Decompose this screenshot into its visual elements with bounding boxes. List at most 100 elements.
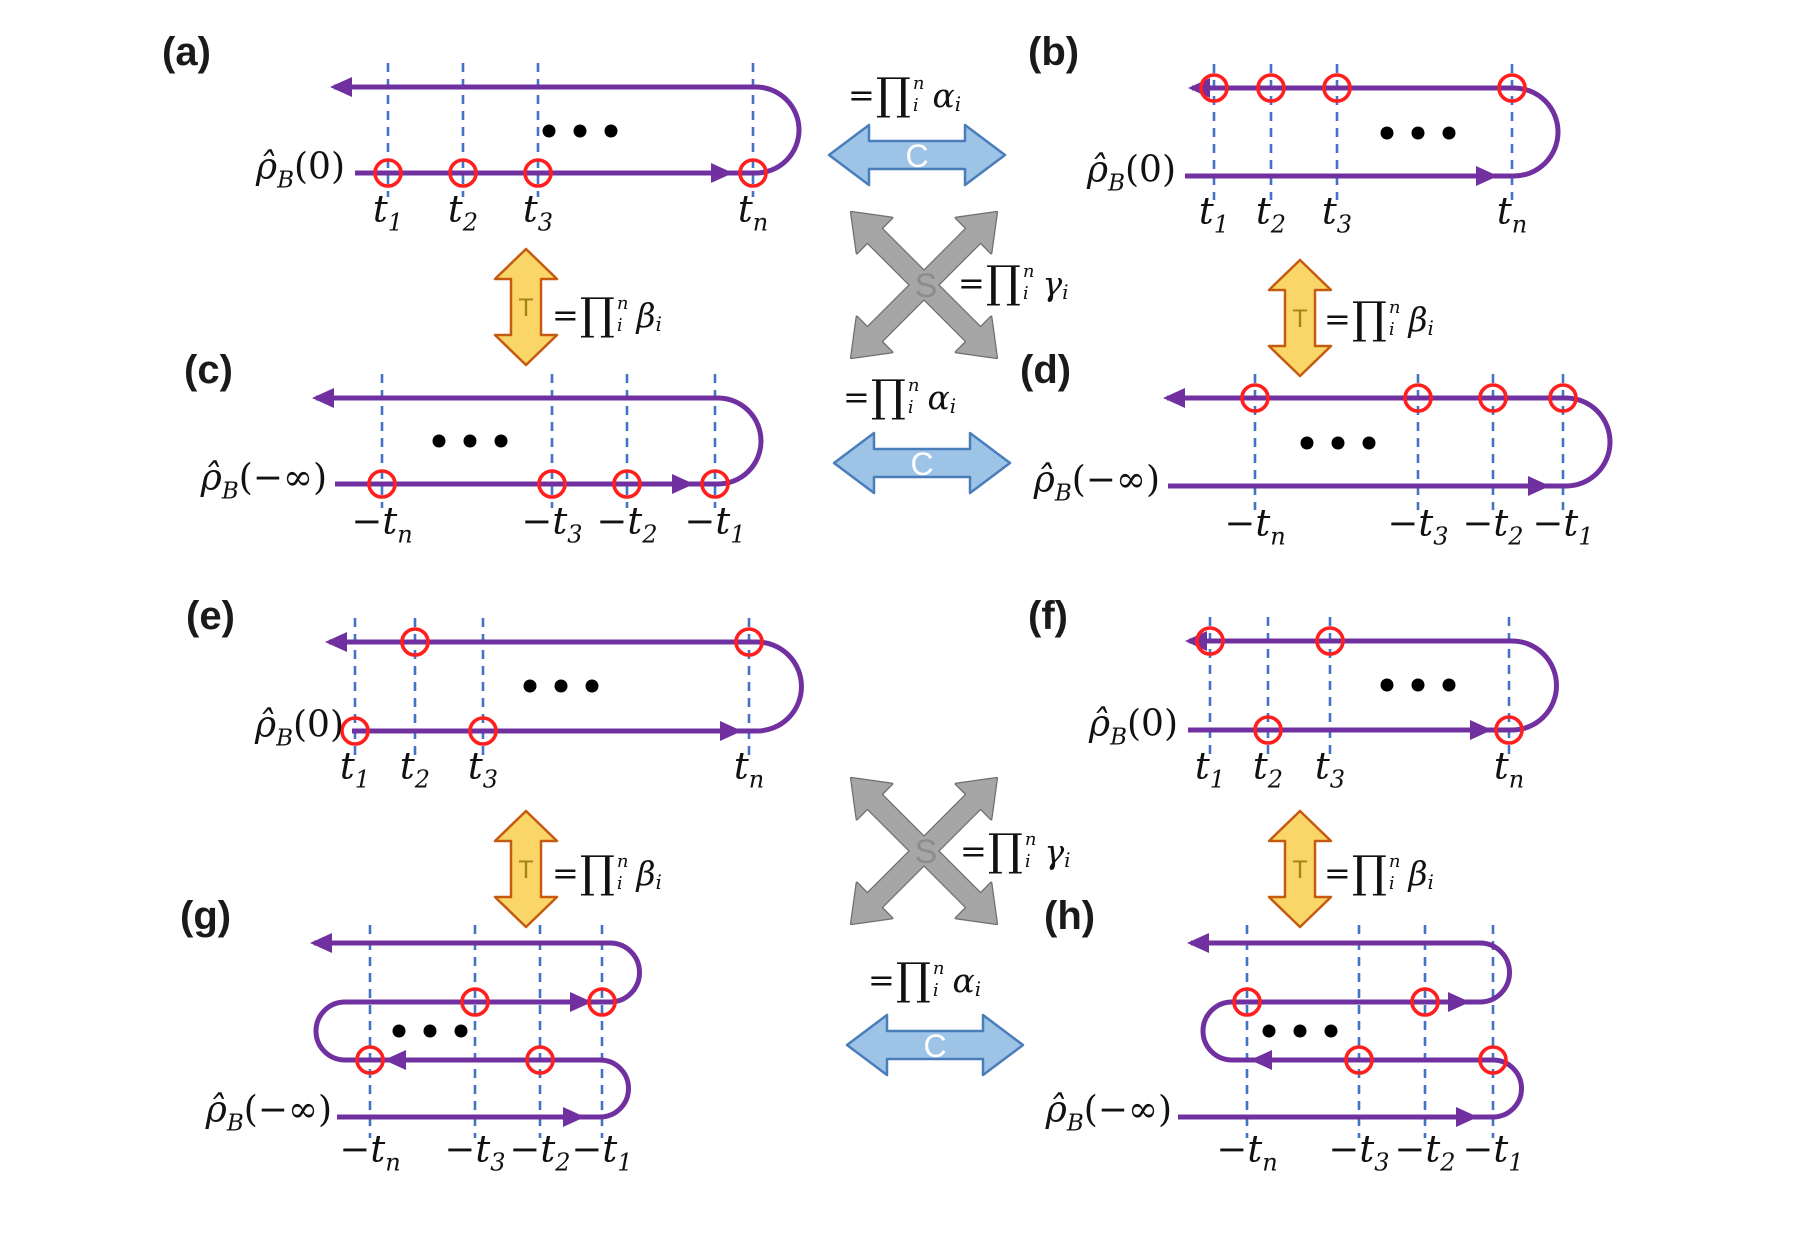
t-arrow-letter: T: [1292, 856, 1307, 884]
ellipsis-dots: [423, 1024, 437, 1038]
time-base: t: [399, 744, 415, 788]
interaction-point-circle: [1497, 73, 1527, 103]
ellipsis-dots: [463, 434, 477, 448]
contour-arrowhead: [1187, 933, 1209, 953]
panel-label-text: (h): [1044, 894, 1096, 938]
time-label: −t1: [1462, 1128, 1523, 1177]
rho-base: ρ̂: [1088, 703, 1111, 745]
rho-argument: (0): [294, 146, 345, 188]
equals-sign: =: [868, 961, 895, 1000]
rho-subscript: B: [1110, 724, 1127, 751]
contour-arrowhead: [563, 1107, 585, 1127]
time-subscript: 3: [482, 765, 499, 794]
time-label: −t2: [1462, 502, 1523, 551]
time-base: t: [602, 1127, 618, 1171]
time-subscript: 2: [414, 765, 431, 794]
rho-label: ρ̂B(−∞): [201, 458, 327, 505]
ellipsis-dots: [542, 124, 556, 138]
minus-sign: −: [1394, 1127, 1426, 1171]
greek-variable: β: [636, 853, 656, 893]
interaction-point-circle: [400, 627, 430, 657]
t-arrow-shape: [493, 247, 559, 367]
contour-path: [334, 84, 802, 176]
minus-sign: −: [444, 1127, 476, 1171]
time-label: −t1: [684, 500, 745, 549]
time-subscript: n: [1270, 522, 1286, 551]
contour-arrowhead: [1448, 992, 1470, 1012]
time-base: t: [733, 744, 749, 788]
ellipsis-dots: [1300, 436, 1314, 450]
ellipsis-dots: [1331, 436, 1345, 450]
product-symbol: ∏: [579, 289, 615, 341]
ellipsis-dots: [1380, 678, 1394, 692]
time-subscript: 3: [1336, 210, 1353, 239]
time-base: t: [1252, 744, 1268, 788]
time-subscript: 2: [642, 520, 658, 549]
interaction-point-circle: [1410, 987, 1440, 1017]
rho-subscript: B: [1054, 480, 1072, 507]
greek-variable: γ: [1042, 263, 1063, 303]
interaction-point-circle: [468, 716, 498, 746]
time-base: t: [1255, 189, 1271, 233]
equals-sign: =: [1324, 300, 1351, 339]
panel-label-c: (c): [184, 348, 233, 393]
product-symbol: ∏: [987, 825, 1023, 877]
interaction-point-circle: [1478, 1045, 1508, 1075]
variable-subscript: i: [655, 870, 662, 895]
time-base: t: [1493, 501, 1509, 545]
rho-subscript: B: [1108, 170, 1125, 197]
ellipsis-dots: [1442, 126, 1456, 140]
panel-label-text: (g): [180, 894, 232, 938]
interaction-point-circle: [1195, 626, 1225, 656]
ellipsis-dots: [1293, 1024, 1307, 1038]
interaction-point-circle: [1548, 383, 1578, 413]
s-cross-arrow: S: [849, 776, 999, 926]
minus-sign: −: [509, 1127, 541, 1171]
time-subscript: 3: [537, 208, 554, 237]
interaction-point-circle: [355, 1045, 385, 1075]
variable-subscript: i: [954, 92, 962, 117]
time-label: −tn: [1224, 502, 1285, 551]
time-subscript: 1: [387, 208, 404, 237]
c-arrow-letter: C: [910, 446, 933, 482]
greek-variable: γ: [1044, 831, 1065, 871]
rho-argument: (−∞): [1083, 1089, 1172, 1131]
panel-e: [325, 618, 804, 755]
time-base: t: [522, 187, 538, 231]
time-label: −t1: [1532, 502, 1593, 551]
time-subscript: 1: [1209, 765, 1226, 794]
rho-subscript: B: [226, 1110, 244, 1137]
contour-path: [1185, 85, 1561, 179]
rho-base: ρ̂: [205, 1089, 227, 1131]
ellipsis-dots: [1442, 678, 1456, 692]
time-base: t: [1314, 744, 1330, 788]
ellipsis-dots: [1380, 126, 1394, 140]
product-symbol: ∏: [1351, 847, 1387, 899]
variable-subscript: i: [1427, 870, 1434, 895]
ellipsis-dots: [494, 434, 508, 448]
rho-base: ρ̂: [254, 704, 277, 746]
rho-base: ρ̂: [255, 146, 278, 188]
greek-variable: β: [636, 295, 656, 335]
time-subscript: n: [1262, 1148, 1278, 1177]
ellipsis-dots: [554, 679, 568, 693]
t-arrow-letter: T: [518, 294, 533, 322]
c-arrow: C: [827, 123, 1007, 187]
interaction-point-circle: [340, 716, 370, 746]
product-symbol: ∏: [875, 69, 911, 121]
product-upper-limit: n: [1388, 297, 1401, 319]
rho-base: ρ̂: [1045, 1089, 1067, 1131]
equals-sign: =: [843, 378, 870, 417]
time-base: t: [1198, 189, 1214, 233]
s-cross-arm-fill: [851, 778, 997, 924]
interaction-point-circle: [1256, 73, 1286, 103]
time-subscript: n: [397, 520, 413, 549]
contour-path: [1167, 395, 1613, 489]
rho-label: ρ̂B(0): [1087, 150, 1176, 197]
product-lower-limit: i: [616, 315, 623, 337]
